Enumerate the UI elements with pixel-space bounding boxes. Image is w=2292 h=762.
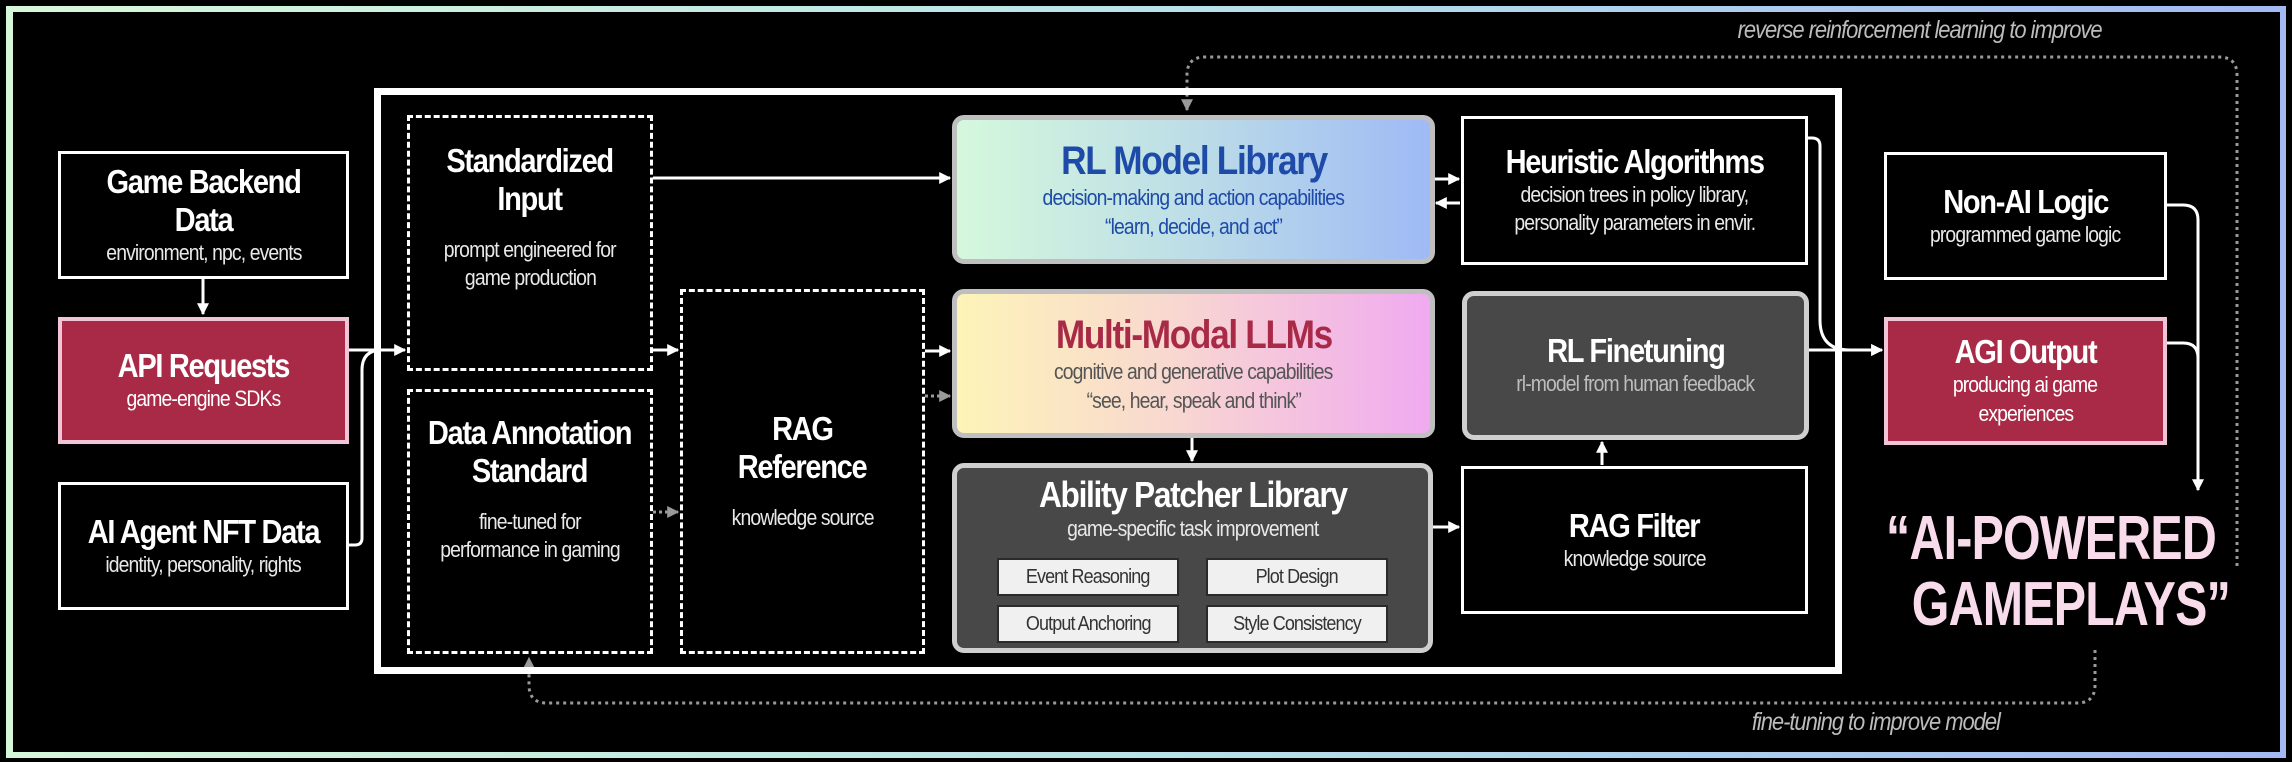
heuristic-algorithms-box: Heuristic Algorithms decision trees in p…	[1461, 116, 1808, 265]
api-requests-subtitle: game-engine SDKs	[126, 386, 282, 412]
rl-model-library-subtitle-2: “learn, decide, and act”	[1105, 213, 1283, 239]
standardized-input-box: Standardized Input prompt engineered for…	[407, 115, 653, 371]
ai-agent-nft-subtitle: identity, personality, rights	[105, 551, 302, 577]
agi-output-subtitle-1: producing ai game	[1953, 372, 2098, 398]
chip-style-consistency: Style Consistency	[1206, 605, 1388, 643]
data-annotation-subtitle-1: fine-tuned for	[479, 508, 582, 534]
rag-filter-box: RAG Filter knowledge source	[1461, 466, 1808, 614]
ai-engine-container	[374, 88, 1842, 674]
game-backend-box: Game Backend Data environment, npc, even…	[58, 151, 349, 279]
rl-finetuning-box: RL Finetuning rl-model from human feedba…	[1462, 291, 1809, 440]
ability-patcher-title: Ability Patcher Library	[1038, 474, 1348, 515]
rl-model-library-box: RL Model Library decision-making and act…	[952, 115, 1435, 264]
rag-filter-title: RAG Filter	[1569, 506, 1701, 544]
chip-output-anchoring: Output Anchoring	[997, 605, 1179, 643]
rl-finetuning-title: RL Finetuning	[1546, 332, 1726, 370]
data-annotation-subtitle-2: performance in gaming	[440, 537, 620, 563]
agi-output-title: AGI Output	[1954, 333, 2098, 371]
api-requests-box: API Requests game-engine SDKs	[58, 317, 349, 444]
agi-output-box: AGI Output producing ai game experiences	[1884, 317, 2167, 445]
api-requests-title: API Requests	[117, 347, 291, 385]
ai-agent-nft-title: AI Agent NFT Data	[87, 512, 321, 550]
standardized-input-subtitle-2: game production	[464, 265, 596, 291]
chip-plot-design: Plot Design	[1206, 558, 1388, 596]
heuristic-algorithms-title: Heuristic Algorithms	[1505, 142, 1764, 180]
rag-reference-title-2: Reference	[738, 448, 868, 486]
standardized-input-title-1: Standardized	[446, 142, 615, 179]
multi-modal-llms-title: Multi-Modal LLMs	[1055, 312, 1332, 357]
ai-agent-nft-box: AI Agent NFT Data identity, personality,…	[58, 482, 349, 610]
heuristic-algorithms-subtitle-1: decision trees in policy library,	[1520, 181, 1750, 207]
rag-filter-subtitle: knowledge source	[1563, 545, 1707, 571]
agi-output-subtitle-2: experiences	[1978, 400, 2074, 426]
rag-reference-title-1: RAG	[772, 410, 834, 448]
non-ai-logic-title: Non-AI Logic	[1943, 182, 2109, 220]
game-backend-subtitle: environment, npc, events	[105, 239, 302, 265]
data-annotation-title-2: Standard	[472, 451, 589, 489]
rag-reference-subtitle: knowledge source	[731, 505, 875, 531]
ability-patcher-subtitle: game-specific task improvement	[1066, 516, 1319, 542]
headline-line-1: “AI-POWERED	[1886, 504, 2217, 573]
data-annotation-title-1: Data Annotation	[428, 414, 633, 451]
chip-event-reasoning: Event Reasoning	[997, 558, 1179, 596]
multi-modal-llms-subtitle-2: “see, hear, speak and think”	[1086, 387, 1301, 413]
rl-model-library-subtitle-1: decision-making and action capabilities	[1042, 184, 1345, 210]
multi-modal-llms-box: Multi-Modal LLMs cognitive and generativ…	[952, 289, 1435, 438]
non-ai-logic-subtitle: programmed game logic	[1930, 221, 2121, 247]
game-backend-title: Game Backend Data	[106, 162, 301, 238]
reverse-rl-label: reverse reinforcement learning to improv…	[1738, 16, 2103, 44]
rl-finetuning-subtitle: rl-model from human feedback	[1516, 371, 1756, 397]
multi-modal-llms-subtitle-1: cognitive and generative capabilities	[1054, 358, 1333, 384]
non-ai-logic-box: Non-AI Logic programmed game logic	[1884, 152, 2167, 280]
rag-reference-box: RAG Reference knowledge source	[680, 289, 925, 654]
heuristic-algorithms-subtitle-2: personality parameters in envir.	[1514, 210, 1756, 236]
data-annotation-box: Data Annotation Standard fine-tuned for …	[407, 389, 653, 654]
standardized-input-title-2: Input	[497, 179, 564, 217]
finetuning-label: fine-tuning to improve model	[1751, 708, 2001, 736]
rl-model-library-title: RL Model Library	[1060, 138, 1328, 183]
standardized-input-subtitle-1: prompt engineered for	[443, 236, 617, 262]
headline-line-2: GAMEPLAYS”	[1911, 570, 2231, 639]
